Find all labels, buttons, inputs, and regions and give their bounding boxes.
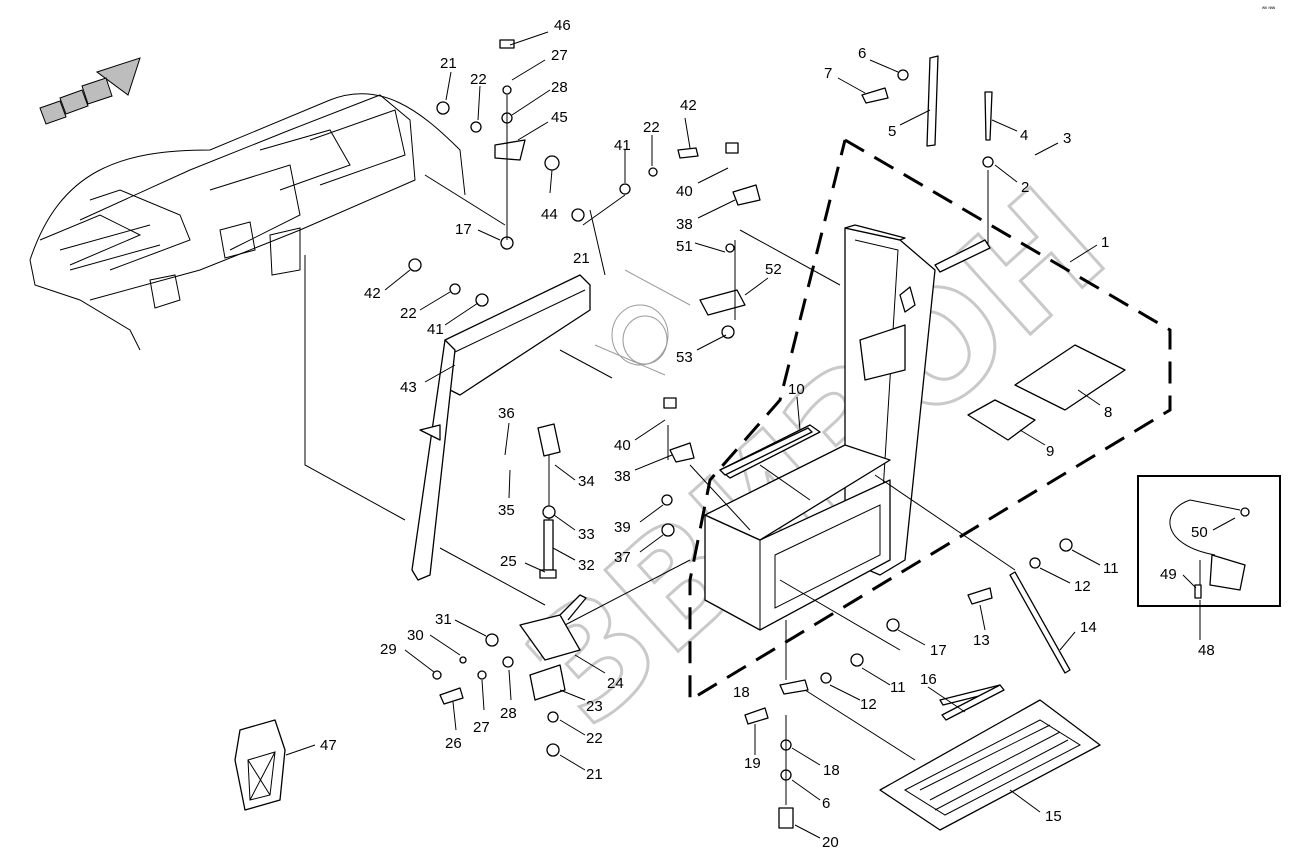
callout-41: 41 bbox=[614, 137, 631, 154]
callout-41: 41 bbox=[427, 321, 444, 338]
callout-48: 48 bbox=[1198, 642, 1215, 659]
seat-box-assembly bbox=[704, 224, 991, 631]
callout-53: 53 bbox=[676, 349, 693, 366]
callout-40: 40 bbox=[676, 183, 693, 200]
callout-3: 3 bbox=[1063, 130, 1071, 147]
callout-6: 6 bbox=[822, 795, 830, 812]
side-panel-drawing bbox=[411, 274, 591, 581]
seat-assembly-boundary bbox=[688, 138, 1172, 703]
callout-18: 18 bbox=[823, 762, 840, 779]
callout-22: 22 bbox=[470, 71, 487, 88]
callout-35: 35 bbox=[498, 502, 515, 519]
inset-box bbox=[1137, 475, 1281, 607]
callout-49: 49 bbox=[1160, 566, 1177, 583]
callout-28: 28 bbox=[500, 705, 517, 722]
latch-pin-drawing bbox=[537, 423, 561, 571]
support-rod-drawing bbox=[1009, 571, 1071, 674]
callout-13: 13 bbox=[973, 632, 990, 649]
callout-11: 11 bbox=[1103, 560, 1119, 577]
leader-lines bbox=[285, 31, 1236, 839]
callout-38: 38 bbox=[676, 216, 693, 233]
callout-38: 38 bbox=[614, 468, 631, 485]
callout-25: 25 bbox=[500, 553, 517, 570]
callout-52: 52 bbox=[765, 261, 782, 278]
callout-31: 31 bbox=[435, 611, 452, 628]
callout-27: 27 bbox=[551, 47, 568, 64]
connector-lines bbox=[304, 95, 1201, 805]
callout-39: 39 bbox=[614, 519, 631, 536]
callout-20: 20 bbox=[822, 834, 839, 851]
callout-21: 21 bbox=[586, 766, 603, 783]
callout-16: 16 bbox=[920, 671, 937, 688]
callout-26: 26 bbox=[445, 735, 462, 752]
callout-28: 28 bbox=[551, 79, 568, 96]
callout-1: 1 bbox=[1101, 234, 1109, 251]
callout-21: 21 bbox=[573, 250, 590, 267]
callout-37: 37 bbox=[614, 549, 631, 566]
callout-23: 23 bbox=[586, 698, 603, 715]
strap-5-drawing bbox=[926, 55, 939, 147]
mat-large-drawing bbox=[1014, 344, 1126, 411]
callout-10: 10 bbox=[788, 381, 805, 398]
callout-29: 29 bbox=[380, 641, 397, 658]
callout-27: 27 bbox=[473, 719, 490, 736]
step-plate-drawing bbox=[879, 684, 1101, 831]
callout-6: 6 bbox=[858, 45, 866, 62]
strip-16-drawing bbox=[941, 684, 1005, 721]
lever-bracket-drawing bbox=[519, 594, 587, 701]
callout-42: 42 bbox=[364, 285, 381, 302]
callout-21: 21 bbox=[440, 55, 457, 72]
callout-24: 24 bbox=[607, 675, 624, 692]
tractor-frame-drawing bbox=[29, 93, 466, 351]
direction-arrow-icon bbox=[39, 57, 141, 125]
callout-22: 22 bbox=[586, 730, 603, 747]
callout-22: 22 bbox=[400, 305, 417, 322]
corner-code: ᵂᴷ ᴺᴺᴺ bbox=[1262, 6, 1276, 12]
callout-labels: 4627284521224417422241214222414340385152… bbox=[320, 17, 1215, 851]
strip-10-drawing bbox=[719, 427, 813, 476]
strap-coil-drawing bbox=[594, 269, 691, 376]
callout-47: 47 bbox=[320, 737, 337, 754]
callout-30: 30 bbox=[407, 627, 424, 644]
callout-5: 5 bbox=[888, 123, 896, 140]
callout-22: 22 bbox=[643, 119, 660, 136]
callout-45: 45 bbox=[551, 109, 568, 126]
jerry-can-icon bbox=[234, 719, 286, 811]
callout-17: 17 bbox=[930, 642, 947, 659]
callout-44: 44 bbox=[541, 206, 558, 223]
callout-18: 18 bbox=[733, 684, 750, 701]
mat-small-drawing bbox=[967, 399, 1036, 441]
callout-50: 50 bbox=[1191, 524, 1208, 541]
callout-11: 11 bbox=[890, 679, 906, 696]
callout-12: 12 bbox=[1074, 578, 1091, 595]
callout-12: 12 bbox=[860, 696, 877, 713]
callout-32: 32 bbox=[578, 557, 595, 574]
bolt-4-drawing bbox=[984, 91, 993, 141]
callout-36: 36 bbox=[498, 405, 515, 422]
callout-40: 40 bbox=[614, 437, 631, 454]
callout-15: 15 bbox=[1045, 808, 1062, 825]
callout-7: 7 bbox=[824, 65, 832, 82]
callout-51: 51 bbox=[676, 238, 693, 255]
callout-33: 33 bbox=[578, 526, 595, 543]
callout-34: 34 bbox=[578, 473, 595, 490]
callout-2: 2 bbox=[1021, 179, 1029, 196]
callout-19: 19 bbox=[744, 755, 761, 772]
callout-14: 14 bbox=[1080, 619, 1097, 636]
callout-17: 17 bbox=[455, 221, 472, 238]
callout-9: 9 bbox=[1046, 443, 1054, 460]
callout-43: 43 bbox=[400, 379, 417, 396]
callout-42: 42 bbox=[680, 97, 697, 114]
callout-46: 46 bbox=[554, 17, 571, 34]
callout-8: 8 bbox=[1104, 404, 1112, 421]
callout-4: 4 bbox=[1020, 127, 1028, 144]
